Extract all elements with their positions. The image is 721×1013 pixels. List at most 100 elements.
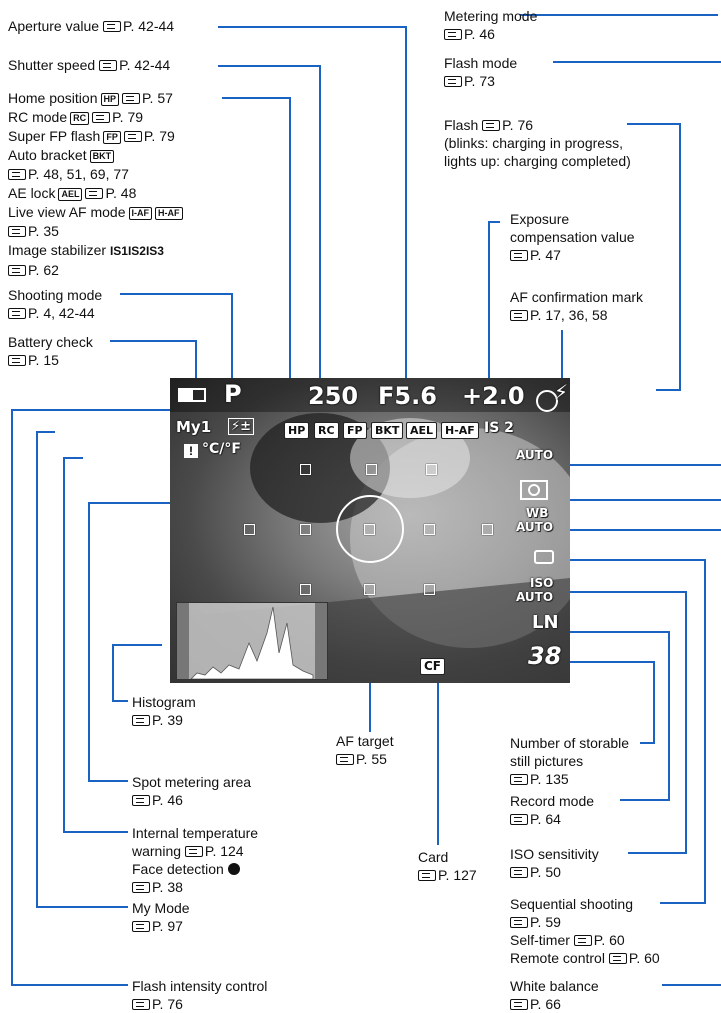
record-label: Record mode P. 64 (510, 792, 594, 828)
flash-title: Flash (444, 117, 479, 133)
lcd-shutter: 250 (308, 382, 359, 410)
histogram-ref: P. 39 (152, 712, 183, 728)
flash-intensity-icon: ⚡± (228, 418, 255, 435)
aperture-ref: P. 42-44 (122, 18, 175, 34)
iso-ref: P. 50 (530, 864, 561, 880)
face-title: Face detection (132, 861, 224, 877)
ae-lock-title: AE lock (8, 185, 56, 201)
page-ref-icon (510, 917, 528, 928)
exposure-title-2: compensation value (510, 229, 635, 245)
af-target-point (300, 524, 311, 535)
home-position-title: Home position (8, 90, 98, 106)
battery-ref: P. 15 (28, 352, 59, 368)
exposure-label: Exposure compensation value P. 47 (510, 210, 635, 264)
flash-mode-ref: P. 73 (464, 73, 495, 89)
histogram-graph (177, 603, 327, 680)
lcd-badge-ael: AEL (406, 422, 438, 439)
af-confirm-title: AF confirmation mark (510, 289, 644, 305)
stabilizer-title: Image stabilizer (8, 242, 107, 258)
page-ref-icon (336, 754, 354, 765)
page-ref-icon (608, 953, 627, 964)
rc-tag: RC (70, 112, 90, 125)
af-target-point (364, 584, 375, 595)
page-ref-icon (573, 935, 592, 946)
flash-note-1: (blinks: charging in progress, (444, 135, 623, 151)
af-confirm-icon (536, 390, 558, 412)
page-ref-icon (132, 999, 150, 1010)
battery-title: Battery check (8, 334, 93, 350)
sequential-label: Sequential shooting P. 59 Self-timer P. … (510, 895, 660, 967)
metering-title: Metering mode (444, 8, 538, 24)
liveview-ref: P. 35 (28, 223, 59, 239)
selftimer-title: Self-timer (510, 932, 570, 948)
page-ref-icon (8, 226, 26, 237)
lcd-flash-auto: AUTO (516, 448, 554, 462)
storable-ref: P. 135 (530, 771, 569, 787)
metering-icon (520, 480, 548, 500)
card-ref: P. 127 (438, 867, 477, 883)
hp-tag: HP (100, 93, 120, 106)
face-icon (227, 863, 240, 875)
storable-title-1: Number of storable (510, 735, 630, 751)
flash-intensity-label: Flash intensity control P. 76 (132, 977, 267, 1013)
record-title: Record mode (510, 793, 595, 809)
page-ref-icon (444, 76, 462, 87)
page-ref-icon (123, 131, 142, 142)
shooting-ref: P. 4, 42-44 (28, 305, 95, 321)
page-ref-icon (132, 795, 150, 806)
iaf-tag: I-AF (128, 207, 152, 220)
lcd-record-mode: LN (532, 612, 559, 633)
metering-label: Metering mode P. 46 (444, 7, 537, 43)
battery-label: Battery check P. 15 (8, 333, 93, 369)
lcd-storable-count: 38 (528, 642, 562, 670)
spot-ref: P. 46 (152, 792, 183, 808)
temp-ref: P. 124 (204, 843, 244, 859)
shutter-title: Shutter speed (8, 57, 96, 73)
haf-tag: H-AF (155, 207, 183, 220)
page-ref-icon (8, 355, 26, 366)
lcd-exposure: +2.0 (462, 382, 525, 410)
flash-intensity-title: Flash intensity control (132, 978, 268, 994)
fp-tag: FP (103, 131, 121, 144)
wb-title: White balance (510, 978, 599, 994)
lcd-badge-fp: FP (343, 422, 367, 439)
af-target-label: AF target P. 55 (336, 732, 394, 768)
page-ref-icon (510, 867, 528, 878)
exposure-ref: P. 47 (530, 247, 561, 263)
flash-ref: P. 76 (502, 117, 534, 133)
fp-ref: P. 79 (143, 128, 175, 144)
page-ref-icon (8, 265, 26, 276)
lcd-wb-auto: AUTO (516, 520, 554, 534)
lcd-badge-haf: H-AF (441, 422, 479, 439)
af-target-point (244, 524, 255, 535)
fp-flash-title: Super FP flash (8, 128, 101, 144)
seq-ref: P. 59 (530, 914, 561, 930)
lcd-badge-is: IS 2 (484, 420, 514, 436)
card-title: Card (418, 849, 449, 865)
page-ref-icon (122, 93, 141, 104)
af-target-point (300, 584, 311, 595)
lcd-iso-auto: AUTO (516, 590, 554, 604)
ael-tag: AEL (58, 188, 83, 201)
lcd-temperature: °C/°F (202, 441, 241, 457)
spot-title: Spot metering area (132, 774, 252, 790)
page-ref-icon (184, 846, 203, 857)
histogram-panel (176, 602, 328, 680)
wb-label: White balance P. 66 (510, 977, 599, 1013)
ael-ref: P. 48 (105, 185, 137, 201)
lcd-iso: ISO (530, 576, 554, 590)
lcd-top-bar (170, 378, 570, 412)
page-ref-icon (444, 29, 462, 40)
card-label: Card P. 127 (418, 848, 477, 884)
flash-label: Flash P. 76 (blinks: charging in progres… (444, 116, 631, 170)
metering-ref: P. 46 (464, 26, 495, 42)
aperture-label: Aperture value P. 42-44 (8, 18, 174, 35)
temp-title: Internal temperature (132, 825, 259, 841)
rc-ref: P. 79 (112, 109, 144, 125)
lcd-aperture: F5.6 (378, 382, 437, 410)
af-target-point (424, 524, 435, 535)
mymode-ref: P. 97 (152, 918, 183, 934)
af-confirm-ref: P. 17, 36, 58 (530, 307, 608, 323)
af-target-point (366, 464, 377, 475)
